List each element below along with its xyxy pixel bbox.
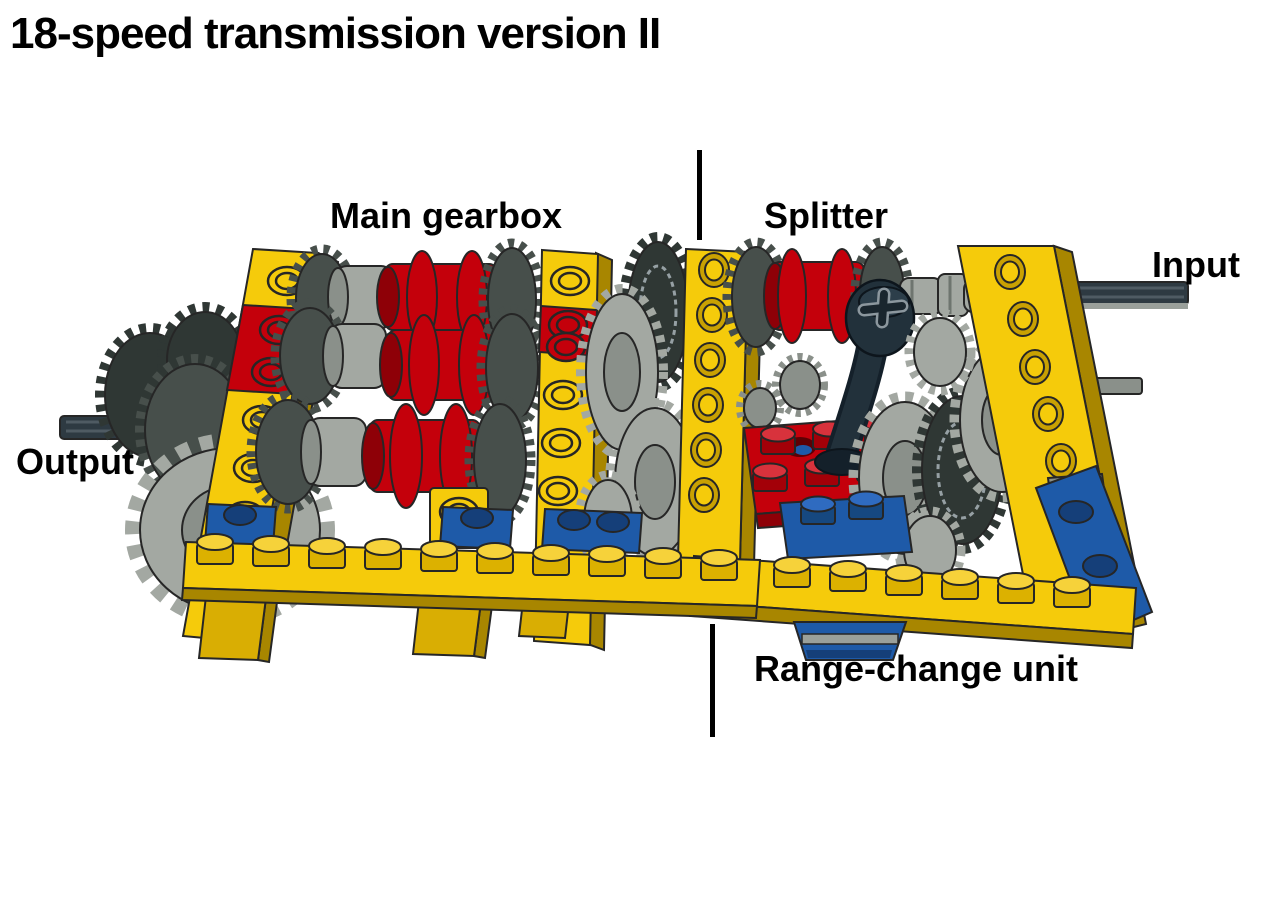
blue-support-leg [792, 621, 908, 661]
section-divider-top-line [697, 150, 702, 240]
label-range-change-unit: Range-change unit [754, 648, 1079, 689]
label-splitter: Splitter [764, 195, 889, 236]
splitter-assembly [722, 237, 1009, 436]
label-input: Input [1152, 244, 1240, 285]
section-divider-bottom-line [710, 624, 715, 737]
label-main-gearbox: Main gearbox [330, 195, 563, 236]
support-bricks [203, 490, 914, 561]
page-title: 18-speed transmission version II [10, 9, 661, 58]
base-plate [180, 533, 1138, 650]
main-gearbox-assembly [246, 238, 548, 549]
label-output: Output [16, 441, 134, 482]
